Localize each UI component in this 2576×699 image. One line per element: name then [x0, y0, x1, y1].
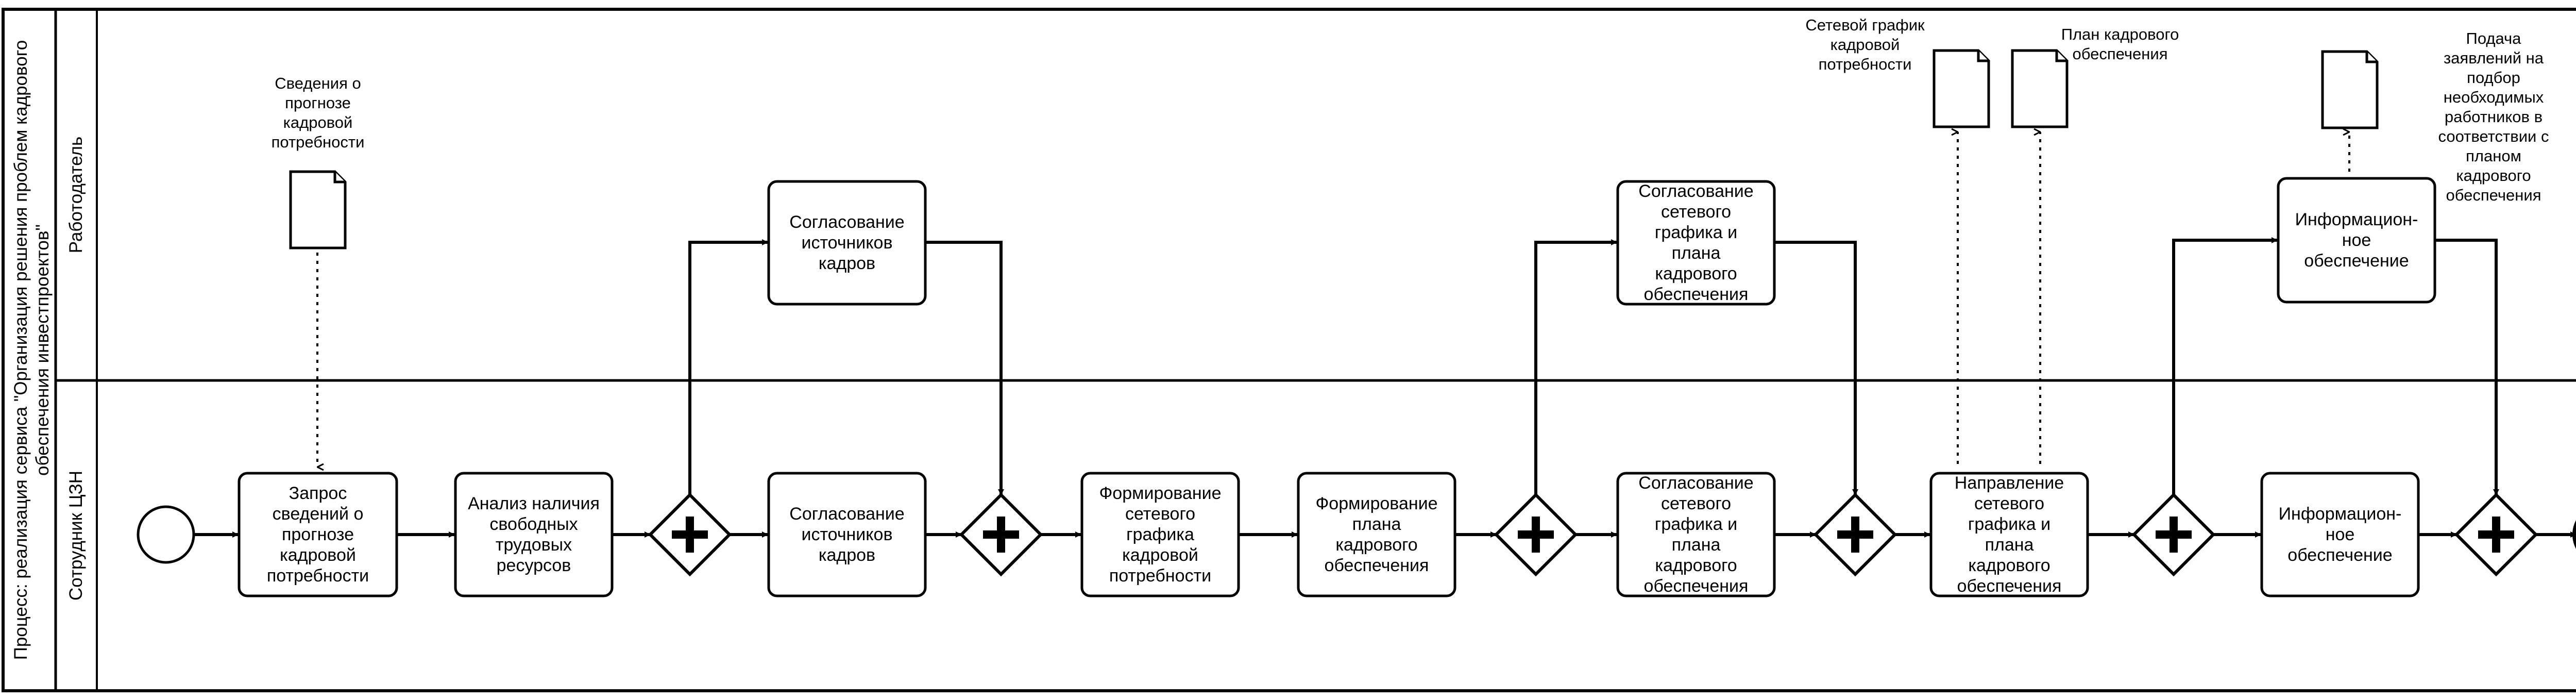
task-t9-box	[1929, 472, 2089, 597]
start-event	[137, 505, 195, 564]
sequence-flows	[195, 237, 2576, 538]
document-label-forecast: Сведения о прогнозе кадровой потребности	[271, 74, 365, 151]
task-info-support: Информацион- ное обеспечение	[2278, 504, 2402, 565]
flow-g1-t3	[688, 239, 768, 495]
task-request-forecast: Запрос сведений о прогнозе кадровой потр…	[266, 484, 369, 586]
task-agree-schedule: Согласование сетевого графика и плана ка…	[1638, 475, 1754, 594]
pool-border	[2, 8, 2576, 692]
task-t5-box	[1080, 472, 1240, 597]
flow-t7-g4	[1774, 241, 1858, 495]
task-analyze-resources: Анализ наличия свободных трудовых ресурс…	[468, 494, 600, 575]
document-d3-icon	[2011, 49, 2069, 128]
task-t2-box	[454, 472, 614, 597]
data-associations	[316, 132, 2350, 467]
task-build-staffing-plan: Формирование плана кадрового обеспечения	[1315, 494, 1438, 575]
data-objects	[289, 49, 2379, 249]
task-agree-sources: Согласование источников кадров	[789, 504, 905, 565]
parallel-gateway-6	[2454, 492, 2538, 577]
task-t3-box	[767, 180, 927, 306]
task-send-schedule: Направление сетевого графика и плана кад…	[1954, 475, 2064, 594]
parallel-gateway-2	[959, 492, 1043, 577]
flow-g5-t10	[2172, 237, 2278, 495]
lane-label-employer: Работодатель	[66, 136, 86, 254]
gateways	[648, 492, 2538, 577]
parallel-gateway-4	[1813, 492, 1897, 577]
document-d4-icon	[2321, 50, 2379, 129]
document-label-applications: Подача заявлений на подбор необходимых р…	[2438, 29, 2549, 204]
document-d1-icon	[289, 170, 347, 249]
parallel-gateway-1	[648, 492, 732, 577]
document-label-staffing-plan: План кадрового обеспечения	[2061, 25, 2179, 63]
parallel-gateway-3	[1494, 492, 1578, 577]
tasks	[238, 177, 2436, 597]
task-t10-box	[2277, 177, 2436, 304]
task-t4-box	[767, 472, 927, 597]
task-t7-box	[1616, 180, 1776, 306]
task-t1-box	[238, 472, 398, 597]
parallel-gateway-5	[2131, 492, 2216, 577]
flow-t10-g6	[2435, 239, 2499, 495]
flow-g3-t7	[1534, 239, 1617, 495]
task-agree-sources-employer: Согласование источников кадров	[789, 212, 905, 273]
flow-t3-g2	[925, 241, 1004, 495]
task-t11-box	[2260, 472, 2420, 597]
task-t6-box	[1297, 472, 1456, 597]
task-agree-schedule-employer: Согласование сетевого графика и плана ка…	[1638, 184, 1754, 302]
lane-label-czn-employee: Сотрудник ЦЗН	[66, 470, 86, 601]
document-d2-icon	[1933, 49, 1990, 128]
document-label-network-schedule: Сетевой график кадровой потребности	[1805, 16, 1925, 73]
task-t8-box	[1616, 472, 1776, 597]
task-build-network-schedule: Формирование сетевого графика кадровой п…	[1099, 484, 1222, 586]
pool-title: Процесс: реализация сервиса "Организация…	[11, 40, 53, 660]
task-info-support-employer: Информацион- ное обеспечение	[2295, 210, 2418, 271]
